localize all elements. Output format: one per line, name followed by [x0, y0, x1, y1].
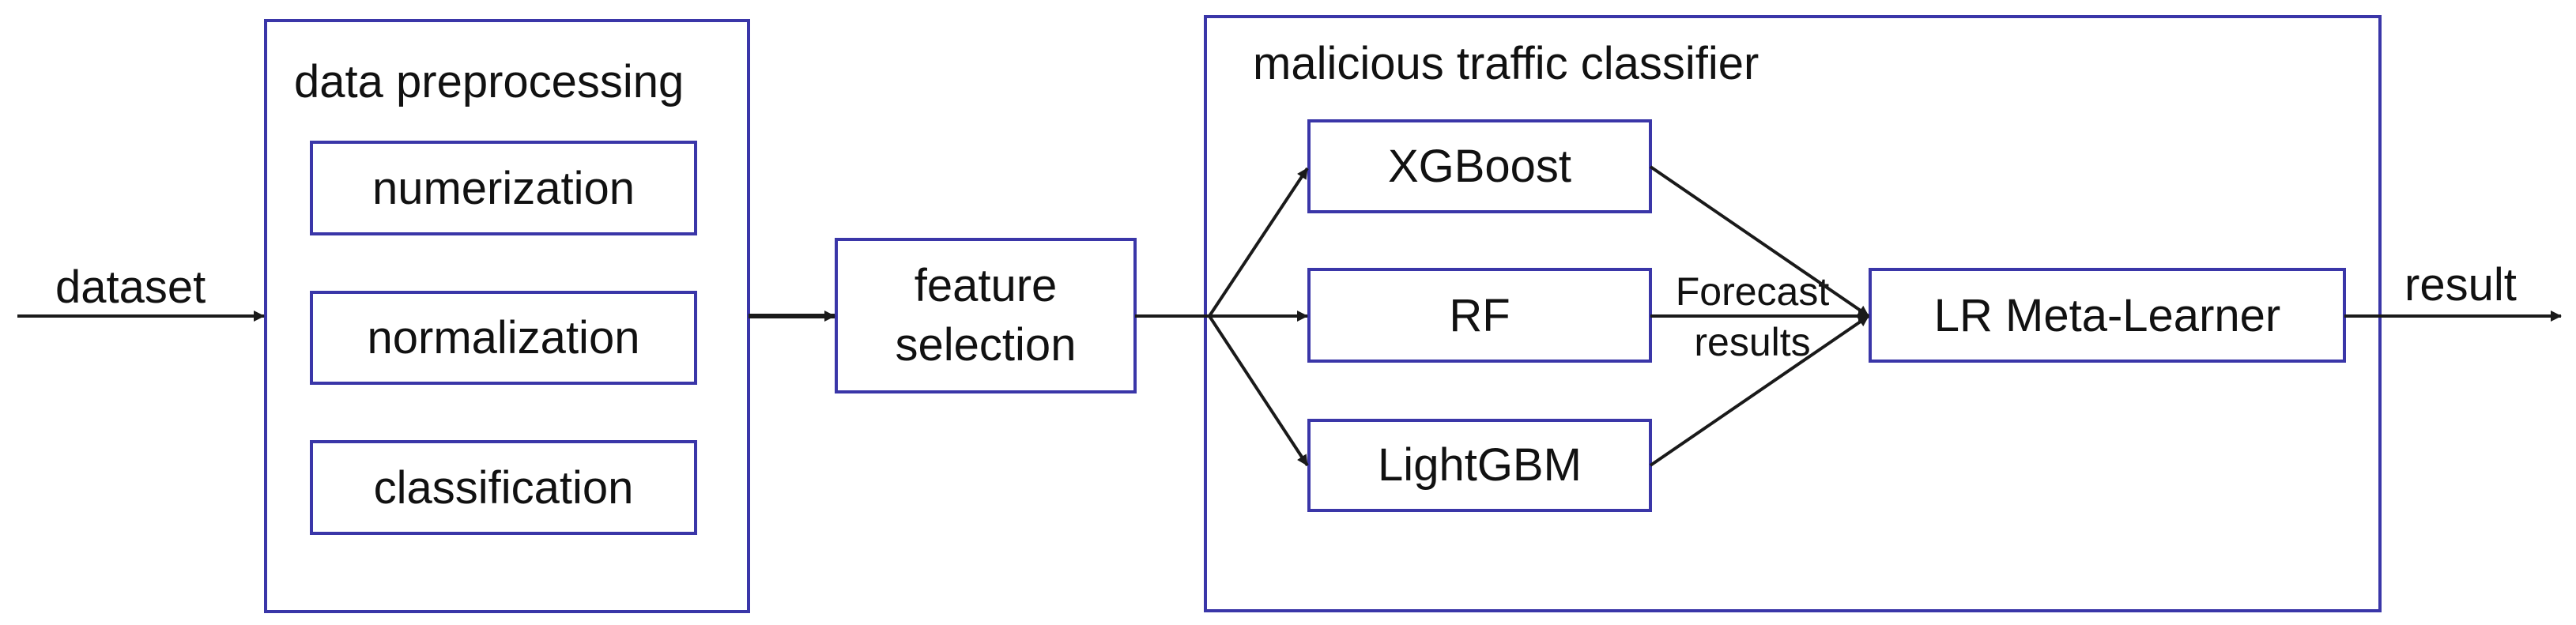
numerization-box — [310, 141, 697, 235]
lr-meta-learner-label: LR Meta-Learner — [1934, 290, 2280, 341]
split-to-lightgbm-arrow — [1208, 314, 1309, 467]
malicious-traffic-classifier-group — [1204, 15, 2382, 612]
lightgbm-label: LightGBM — [1378, 439, 1582, 491]
feature-selection-label-line2: selection — [896, 319, 1077, 371]
feature-selection-label-line1: feature — [915, 260, 1058, 311]
malicious-traffic-classifier-title: malicious traffic classifier — [1253, 38, 1759, 89]
dataset-label: dataset — [55, 262, 206, 313]
normalization-box — [310, 291, 697, 385]
split-to-xgboost-arrow — [1208, 167, 1309, 318]
xgboost-box — [1307, 119, 1652, 213]
normalization-label: normalization — [368, 312, 640, 363]
rf-label: RF — [1449, 290, 1510, 341]
xgboost-label: XGBoost — [1388, 141, 1571, 192]
data-preprocessing-title: data preprocessing — [294, 56, 684, 107]
forecast-results-label-line2: results — [1694, 320, 1810, 364]
xgboost-to-meta-arrow — [1649, 165, 1870, 318]
classification-box — [310, 440, 697, 535]
numerization-label: numerization — [372, 163, 635, 214]
lightgbm-to-meta-arrow — [1649, 314, 1870, 467]
result-label: result — [2404, 259, 2517, 311]
classification-label: classification — [374, 462, 634, 514]
forecast-results-label-line1: Forecast — [1676, 269, 1830, 314]
